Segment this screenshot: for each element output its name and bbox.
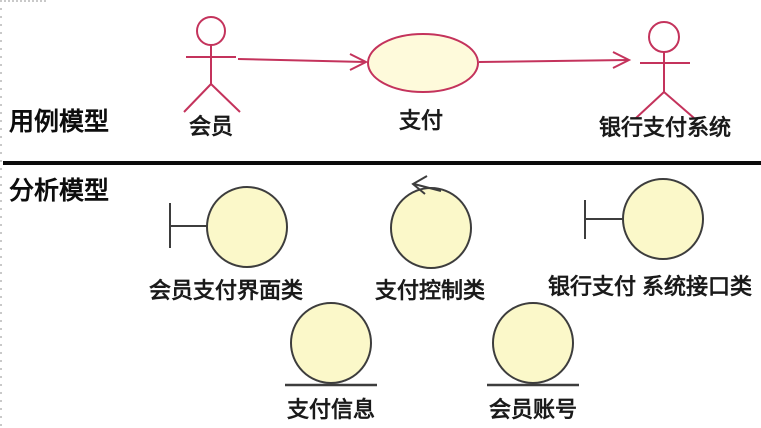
entity-circle	[290, 302, 372, 384]
bank-actor-stick-figure-icon	[635, 21, 695, 119]
payment-control-class-icon	[390, 175, 472, 269]
member-account-entity-class-icon	[487, 302, 579, 387]
control-circle	[390, 187, 472, 269]
control-arrow-head	[411, 175, 428, 195]
bank-interface-label: 银行支付 系统接口类	[547, 274, 753, 299]
association-arrow-payment-to-bank	[478, 51, 632, 69]
entity-circle	[492, 302, 574, 384]
actor-left-leg	[635, 91, 665, 119]
arrow-shaft	[478, 59, 629, 63]
analysis-model-title: 分析模型	[9, 177, 110, 205]
member-actor-stick-figure-icon	[183, 16, 241, 113]
payment-use-case-ellipse-icon	[367, 33, 479, 93]
arrow-head	[349, 53, 369, 71]
arrow-head	[612, 51, 632, 69]
actor-right-leg	[663, 91, 695, 119]
member-payment-ui-boundary-class-icon	[169, 186, 288, 268]
actor-left-leg	[183, 83, 212, 113]
payment-use-case-label: 支付	[398, 108, 444, 133]
boundary-circle	[206, 186, 288, 268]
association-arrow-member-to-payment	[237, 53, 369, 71]
payment-control-label: 支付控制类	[374, 278, 486, 303]
bank-interface-boundary-class-icon	[584, 178, 704, 260]
use-case-model-title: 用例模型	[9, 108, 110, 136]
actor-right-leg	[210, 83, 241, 113]
member-actor-label: 会员	[188, 114, 234, 139]
member-account-label: 会员账号	[488, 397, 578, 422]
section-divider-line	[3, 161, 761, 165]
member-payment-ui-label: 会员支付界面类	[148, 278, 304, 303]
arrow-shaft	[237, 58, 366, 63]
payment-info-label: 支付信息	[286, 397, 376, 422]
payment-info-entity-class-icon	[285, 302, 377, 387]
boundary-circle	[622, 178, 704, 260]
actor-head	[196, 16, 226, 46]
actor-head	[648, 21, 680, 53]
control-arrow-shaft	[413, 183, 442, 192]
bank-actor-label: 银行支付系统	[598, 115, 732, 140]
